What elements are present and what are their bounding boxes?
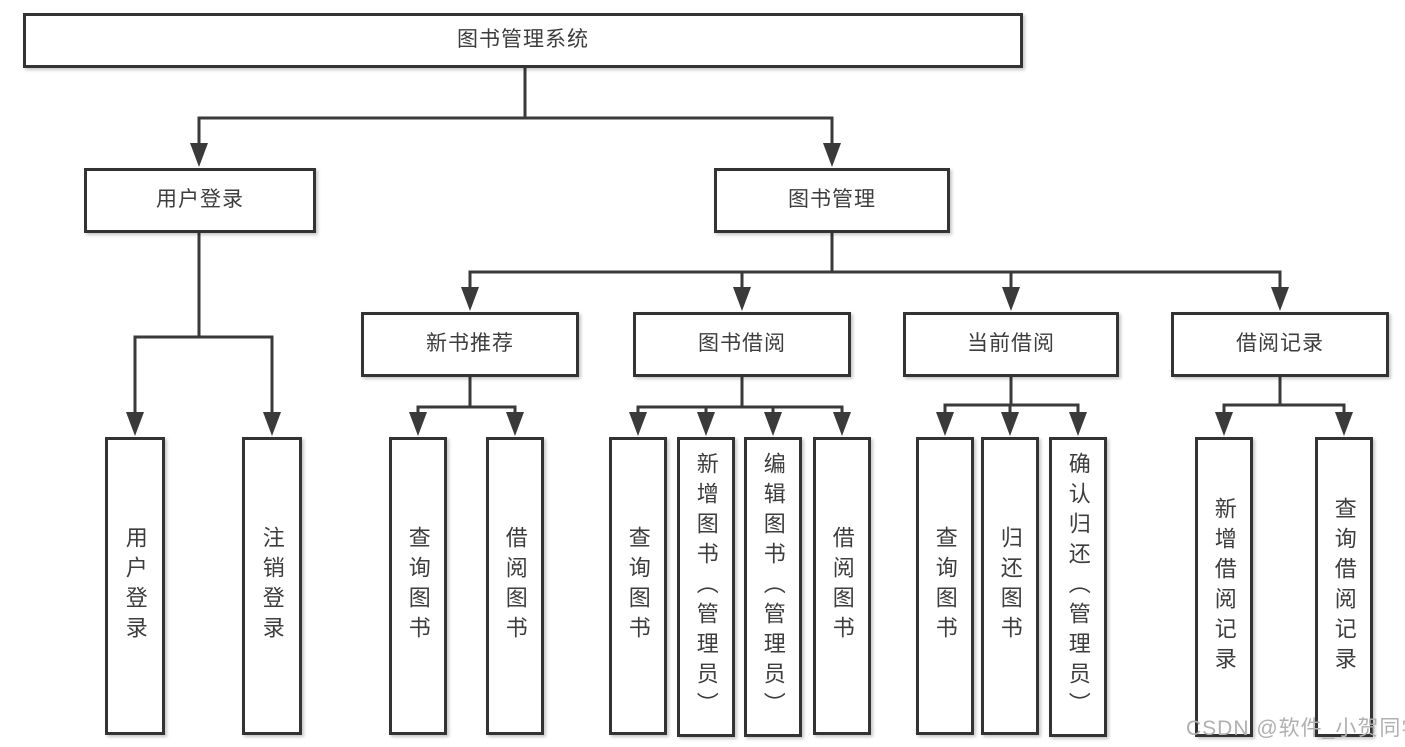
leaf-borrow-edit-books-admin: 编辑图书（管理员） — [744, 437, 802, 737]
leaf-current-return-books: 归还图书 — [981, 437, 1039, 735]
leaf-user-login: 用户登录 — [105, 437, 165, 735]
node-current-borrowing: 当前借阅 — [903, 312, 1119, 377]
leaf-newrec-query-books: 查询图书 — [389, 437, 447, 735]
leaf-borrow-add-books-admin: 新增图书（管理员） — [677, 437, 735, 737]
leaf-borrow-borrow-books: 借阅图书 — [813, 437, 871, 735]
leaf-records-add-record: 新增借阅记录 — [1195, 437, 1253, 737]
leaf-records-query-record: 查询借阅记录 — [1315, 437, 1373, 737]
node-new-book-recommend: 新书推荐 — [361, 312, 579, 377]
node-root: 图书管理系统 — [23, 13, 1023, 68]
node-book-borrowing: 图书借阅 — [633, 312, 851, 377]
connector-arrowheads — [126, 143, 1353, 436]
node-book-management: 图书管理 — [714, 168, 950, 233]
watermark: CSDN @软件_小贺同学 — [1186, 717, 1405, 740]
leaf-current-query-books: 查询图书 — [916, 437, 974, 735]
node-borrowing-records: 借阅记录 — [1171, 312, 1389, 377]
node-user-login: 用户登录 — [84, 168, 316, 233]
connector-stroke-path — [133, 68, 1346, 414]
leaf-borrow-query-books: 查询图书 — [609, 437, 667, 735]
leaf-newrec-borrow-books: 借阅图书 — [486, 437, 544, 735]
leaf-logout: 注销登录 — [242, 437, 302, 735]
leaf-current-confirm-return-admin: 确认归还（管理员） — [1049, 437, 1107, 737]
